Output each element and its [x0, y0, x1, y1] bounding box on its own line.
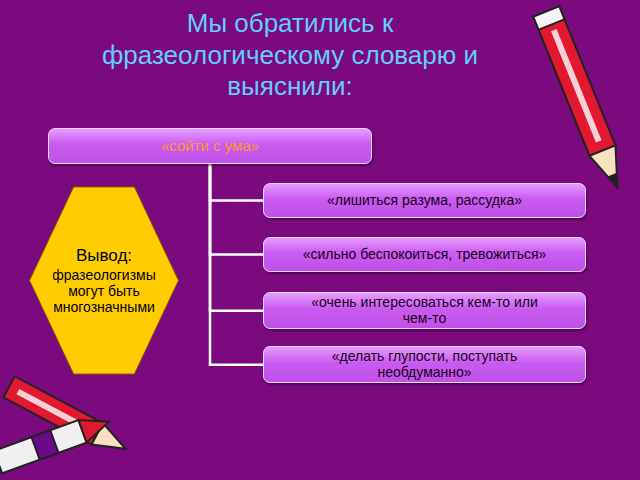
meaning-box: «лишиться разума, рассудка» [263, 183, 586, 218]
meaning-box: «сильно беспокоиться, тревожиться» [263, 237, 586, 272]
node-text: «сильно беспокоиться, тревожиться» [303, 247, 547, 263]
tree-connector [210, 164, 263, 201]
tree-connector [210, 164, 263, 311]
meaning-box: «сойти с ума» [48, 128, 372, 164]
conclusion-hexagon: Вывод:фразеологизмы могут быть многознач… [28, 185, 180, 376]
slide-title: Мы обратились к фразеологическому словар… [100, 8, 480, 103]
pencil-top-right [533, 6, 630, 193]
tree-connector [210, 164, 263, 365]
pencil-bottom-left-2 [0, 410, 113, 473]
tree-connector [210, 164, 263, 255]
node-text: «сойти с ума» [161, 138, 259, 155]
meaning-box: «делать глупости, поступать необдуманно» [263, 346, 586, 383]
node-text: «лишиться разума, рассудка» [327, 193, 522, 209]
heading-text: Вывод: [76, 246, 132, 266]
node-text: «делать глупости, поступать необдуманно» [300, 349, 550, 380]
node-text: фразеологизмы могут быть многозначными [39, 267, 169, 315]
meaning-box: «очень интересоваться кем-то или чем-то [263, 292, 586, 329]
node-text: «очень интересоваться кем-то или чем-то [300, 295, 550, 326]
